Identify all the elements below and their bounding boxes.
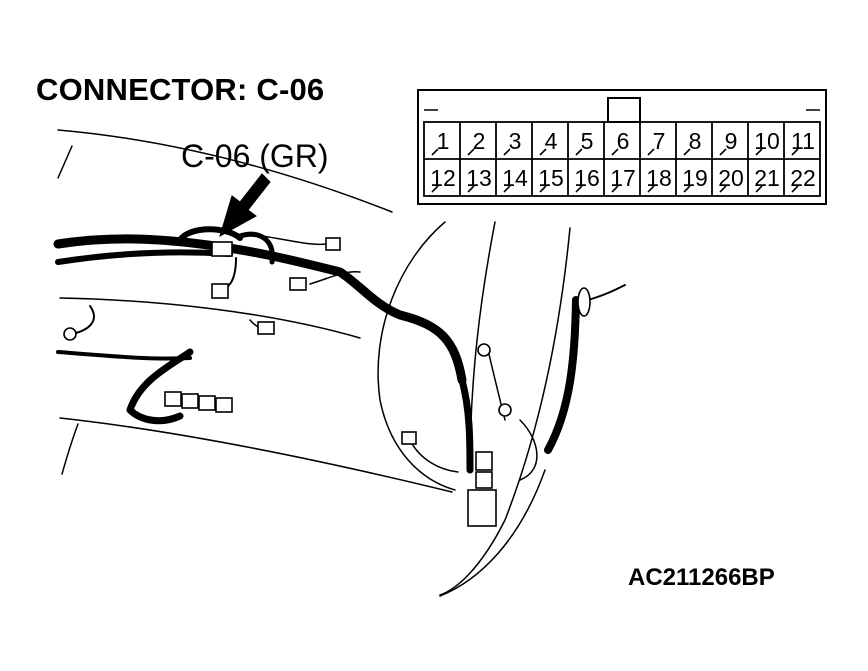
wire-loop-right	[519, 419, 538, 481]
pin-terminal-mark	[467, 148, 475, 156]
pin-terminal-mark	[611, 148, 619, 156]
pin-terminal-mark	[683, 185, 691, 193]
dash-outline-upper	[57, 129, 393, 213]
pin-number-2: 2	[473, 128, 486, 154]
wire-to-connector-1	[261, 235, 327, 246]
pin-number-1: 1	[437, 128, 450, 154]
pin-number-15: 15	[538, 165, 564, 191]
pin-terminal-mark	[755, 185, 763, 193]
c-06-pointer-arrow	[219, 173, 271, 238]
wire-lower-harness	[56, 350, 192, 361]
pin-terminal-mark	[503, 185, 511, 193]
pin-terminal-mark	[539, 148, 547, 156]
harness-branch-right	[458, 376, 474, 474]
connector-upper-right	[325, 237, 341, 251]
dash-outline-lower-left	[61, 423, 79, 475]
pin-number-8: 8	[689, 128, 702, 154]
connector-title: CONNECTOR: C-06	[36, 72, 325, 107]
pin-terminal-mark	[647, 185, 655, 193]
pin-number-9: 9	[725, 128, 738, 154]
pin-terminal-mark	[575, 185, 583, 193]
connector-row-2	[181, 393, 199, 409]
ground-terminal-left	[63, 327, 77, 341]
connector-mid	[211, 283, 229, 299]
wire-to-connector-3	[309, 270, 361, 285]
wire-lower-branch	[126, 348, 194, 425]
main-harness-lower	[55, 249, 233, 265]
pin-number-4: 4	[545, 128, 558, 154]
pin-terminal-mark	[431, 185, 439, 193]
junction-block-2	[475, 471, 493, 489]
pin-terminal-mark	[539, 185, 547, 193]
c-06-connector	[211, 241, 233, 257]
pin-terminal-mark	[791, 148, 799, 156]
pin-number-14: 14	[502, 165, 528, 191]
pin-number-11: 11	[791, 128, 815, 154]
pin-number-17: 17	[610, 165, 636, 191]
junction-block-3	[467, 489, 497, 527]
harness-loop	[177, 226, 243, 243]
dash-outline-lower	[59, 417, 453, 493]
pin-terminal-mark	[467, 185, 475, 193]
dash-curve-far	[439, 227, 571, 596]
pin-terminal-mark	[755, 148, 763, 156]
pin-number-6: 6	[617, 128, 630, 154]
connector-row-4	[215, 397, 233, 413]
ground-terminal-lower	[498, 403, 512, 417]
vertical-harness	[544, 296, 580, 454]
pin-number-18: 18	[646, 165, 672, 191]
junction-block-1	[475, 451, 493, 471]
pin-terminal-mark	[647, 148, 655, 156]
pin-terminal-mark	[719, 185, 727, 193]
dash-curve-center	[377, 221, 456, 491]
connector-small	[257, 321, 275, 335]
pin-terminal-mark	[575, 148, 583, 156]
pin-number-21: 21	[754, 165, 780, 191]
connector-row-3	[198, 395, 216, 411]
pin-terminal-mark	[719, 148, 727, 156]
pin-number-13: 13	[466, 165, 492, 191]
dash-outline-mid	[59, 297, 361, 339]
pin-terminal-mark	[791, 185, 799, 193]
pin-number-16: 16	[574, 165, 600, 191]
wire-lower-connector	[409, 439, 459, 473]
connector-mid-2	[289, 277, 307, 291]
dash-curve-base	[439, 469, 546, 597]
pin-terminal-mark	[503, 148, 511, 156]
grommet	[577, 287, 591, 317]
pin-terminal-mark	[611, 185, 619, 193]
pin-number-7: 7	[653, 128, 666, 154]
pin-terminal-mark	[683, 148, 691, 156]
main-harness	[53, 234, 467, 385]
pin-number-10: 10	[754, 128, 780, 154]
pin-number-3: 3	[509, 128, 522, 154]
pin-number-22: 22	[790, 165, 816, 191]
ground-terminal-right	[477, 343, 491, 357]
pin-number-12: 12	[430, 165, 456, 191]
pin-number-5: 5	[581, 128, 594, 154]
connector-callout-label: C-06 (GR)	[181, 138, 329, 174]
harness-loop-2	[237, 231, 275, 265]
connector-latch	[607, 97, 641, 123]
figure-code: AC211266BP	[628, 564, 775, 591]
pin-number-19: 19	[682, 165, 708, 191]
wire-grommet-tail	[587, 284, 626, 301]
pin-terminal-mark	[431, 148, 439, 156]
connector-lower	[401, 431, 417, 445]
pin-number-20: 20	[718, 165, 744, 191]
connector-row-1	[164, 391, 182, 407]
dash-outline-left	[57, 145, 73, 179]
